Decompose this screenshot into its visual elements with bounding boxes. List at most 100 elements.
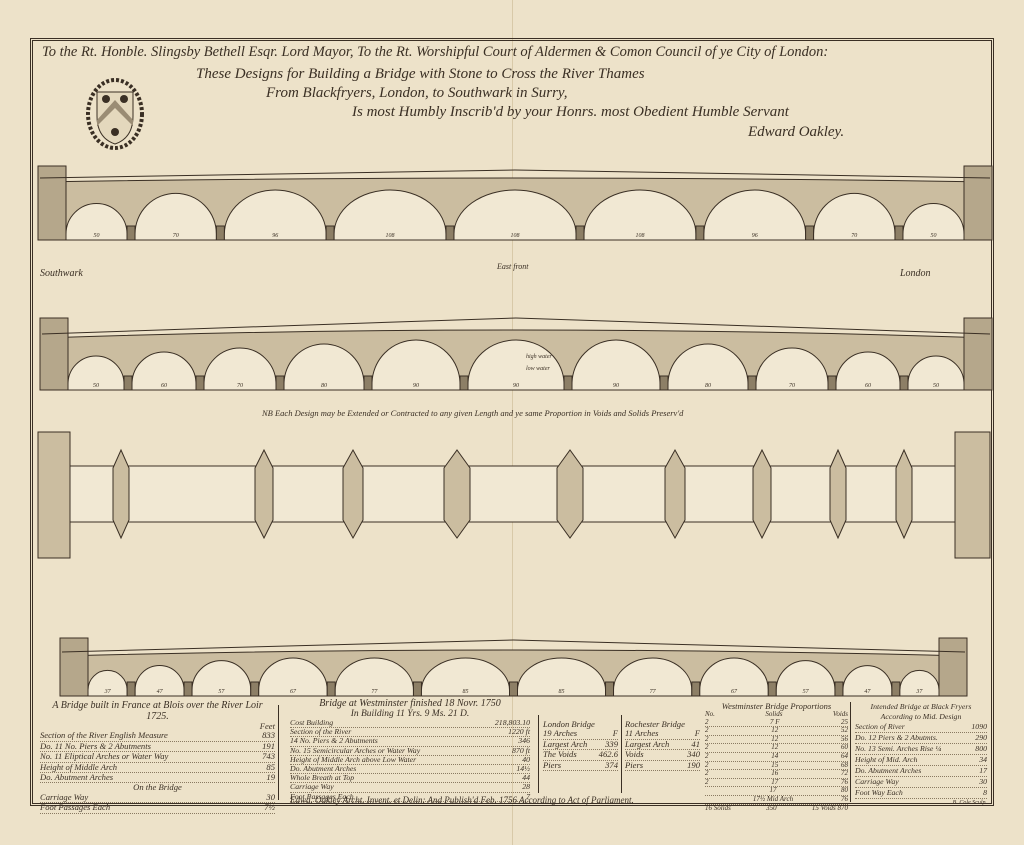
design1-arch [902, 203, 965, 241]
table-cell: 340 [687, 749, 700, 760]
design1-pier [215, 225, 225, 241]
design4-span-label: 67 [290, 689, 297, 695]
design1-span-label: 50 [94, 233, 100, 239]
table-cell: 17½ Mid Arch [752, 794, 794, 803]
design4-pier [412, 681, 422, 697]
design4-arch [613, 657, 693, 697]
table-intended-bridge: Intended Bridge at Black Fryers Accordin… [855, 702, 987, 807]
design1-span-label: 96 [752, 233, 758, 239]
table-cell: 8 [983, 788, 987, 797]
design4-pier [326, 681, 336, 697]
design1-pier [126, 225, 136, 241]
table-cell: 76 [841, 794, 848, 803]
label-southwark: Southwark [40, 268, 83, 279]
table-cell: Foot Passages Each [290, 791, 354, 801]
table-cell: Carriage Way [290, 782, 334, 792]
design1-abutment-right [963, 165, 993, 241]
plan-pier [112, 448, 130, 540]
design2-pier [363, 375, 373, 391]
table-title: London Bridge [543, 719, 595, 729]
design1-span-label: 70 [851, 233, 857, 239]
divider [850, 702, 851, 802]
divider [278, 705, 279, 800]
table-subtitle: In Building 11 Yrs. 9 Ms. 21 D. [350, 709, 470, 719]
table-cell: 85 [266, 761, 275, 772]
design1-arch [703, 189, 807, 241]
table-cell: Piers [625, 759, 644, 770]
design1-abutment-left [37, 165, 67, 241]
table-cell: 19 Arches [543, 728, 578, 739]
design4-span-label: 77 [371, 689, 378, 695]
table-cell: Largest Arch [543, 738, 588, 749]
design4-span-label: 47 [157, 688, 164, 695]
table-cell: The Voids [543, 749, 577, 760]
table-cell: Whole Breath at Top [290, 773, 355, 783]
table-cell: 44 [522, 773, 530, 783]
label-london: London [900, 268, 931, 279]
col-header: No. [705, 710, 715, 718]
table-cell: 15 [771, 760, 779, 769]
table-cell: Height of Mid. Arch [855, 755, 918, 764]
design4-span-label: 67 [731, 689, 738, 695]
col-header: Voids [832, 710, 848, 718]
design4-arch [334, 657, 414, 697]
design1-arch [65, 203, 128, 241]
design2-span-label: 70 [789, 383, 795, 389]
design1-arch [583, 189, 697, 241]
design1-arch [134, 192, 217, 241]
design1-pier [894, 225, 904, 241]
design2-arch [835, 351, 901, 391]
total-voids: 15 Voids 870 [811, 803, 848, 812]
table-cell: Cost Building [290, 718, 334, 727]
table-cell: 2 [705, 760, 709, 769]
design2-arch [667, 343, 749, 391]
table-cell: Section of River [855, 722, 905, 731]
table-cell: 25 [841, 717, 848, 726]
table-cell: 7½ [264, 802, 275, 813]
plate-border [30, 38, 994, 806]
design4-span-label: 37 [915, 689, 923, 695]
table-cell: 462.6 [598, 749, 618, 760]
table-cell: 870 ft [512, 745, 530, 755]
table-cell: 19 [266, 772, 275, 783]
design2-arch [467, 339, 565, 391]
design1-span-label: 96 [272, 233, 278, 239]
plan-abutment [954, 431, 991, 559]
design1-arch [223, 189, 327, 241]
table-cell: 14 [771, 751, 779, 760]
engraver-credit: B. Cole Sculp. [952, 800, 987, 806]
design2-span-label: 80 [705, 383, 711, 389]
total-solids-label: 16 Solids [705, 803, 731, 812]
table-cell: 34 [979, 755, 987, 764]
table-cell: 76 [841, 777, 848, 786]
design1-pier [805, 225, 815, 241]
table-cell: 17 [979, 766, 987, 775]
plan-pier [254, 448, 274, 540]
design4-span-label: 85 [559, 689, 565, 695]
design2-span-label: 50 [93, 383, 99, 389]
total-solids: 350 [766, 803, 777, 812]
table-cell: 191 [262, 740, 275, 751]
design4-pier [509, 681, 518, 697]
table-cell: Height of Middle Arch [40, 761, 118, 772]
table-cell: 339 [605, 738, 618, 749]
table-subhead: On the Bridge [133, 782, 182, 793]
table-cell: Section of the River English Measure [40, 730, 168, 741]
table-row: Whole Breath at Top 44 [290, 773, 530, 784]
table-cell: Carriage Way [40, 791, 89, 802]
table-cell: 374 [605, 759, 618, 770]
design2-arch [283, 343, 365, 391]
plan-pier [556, 449, 584, 539]
